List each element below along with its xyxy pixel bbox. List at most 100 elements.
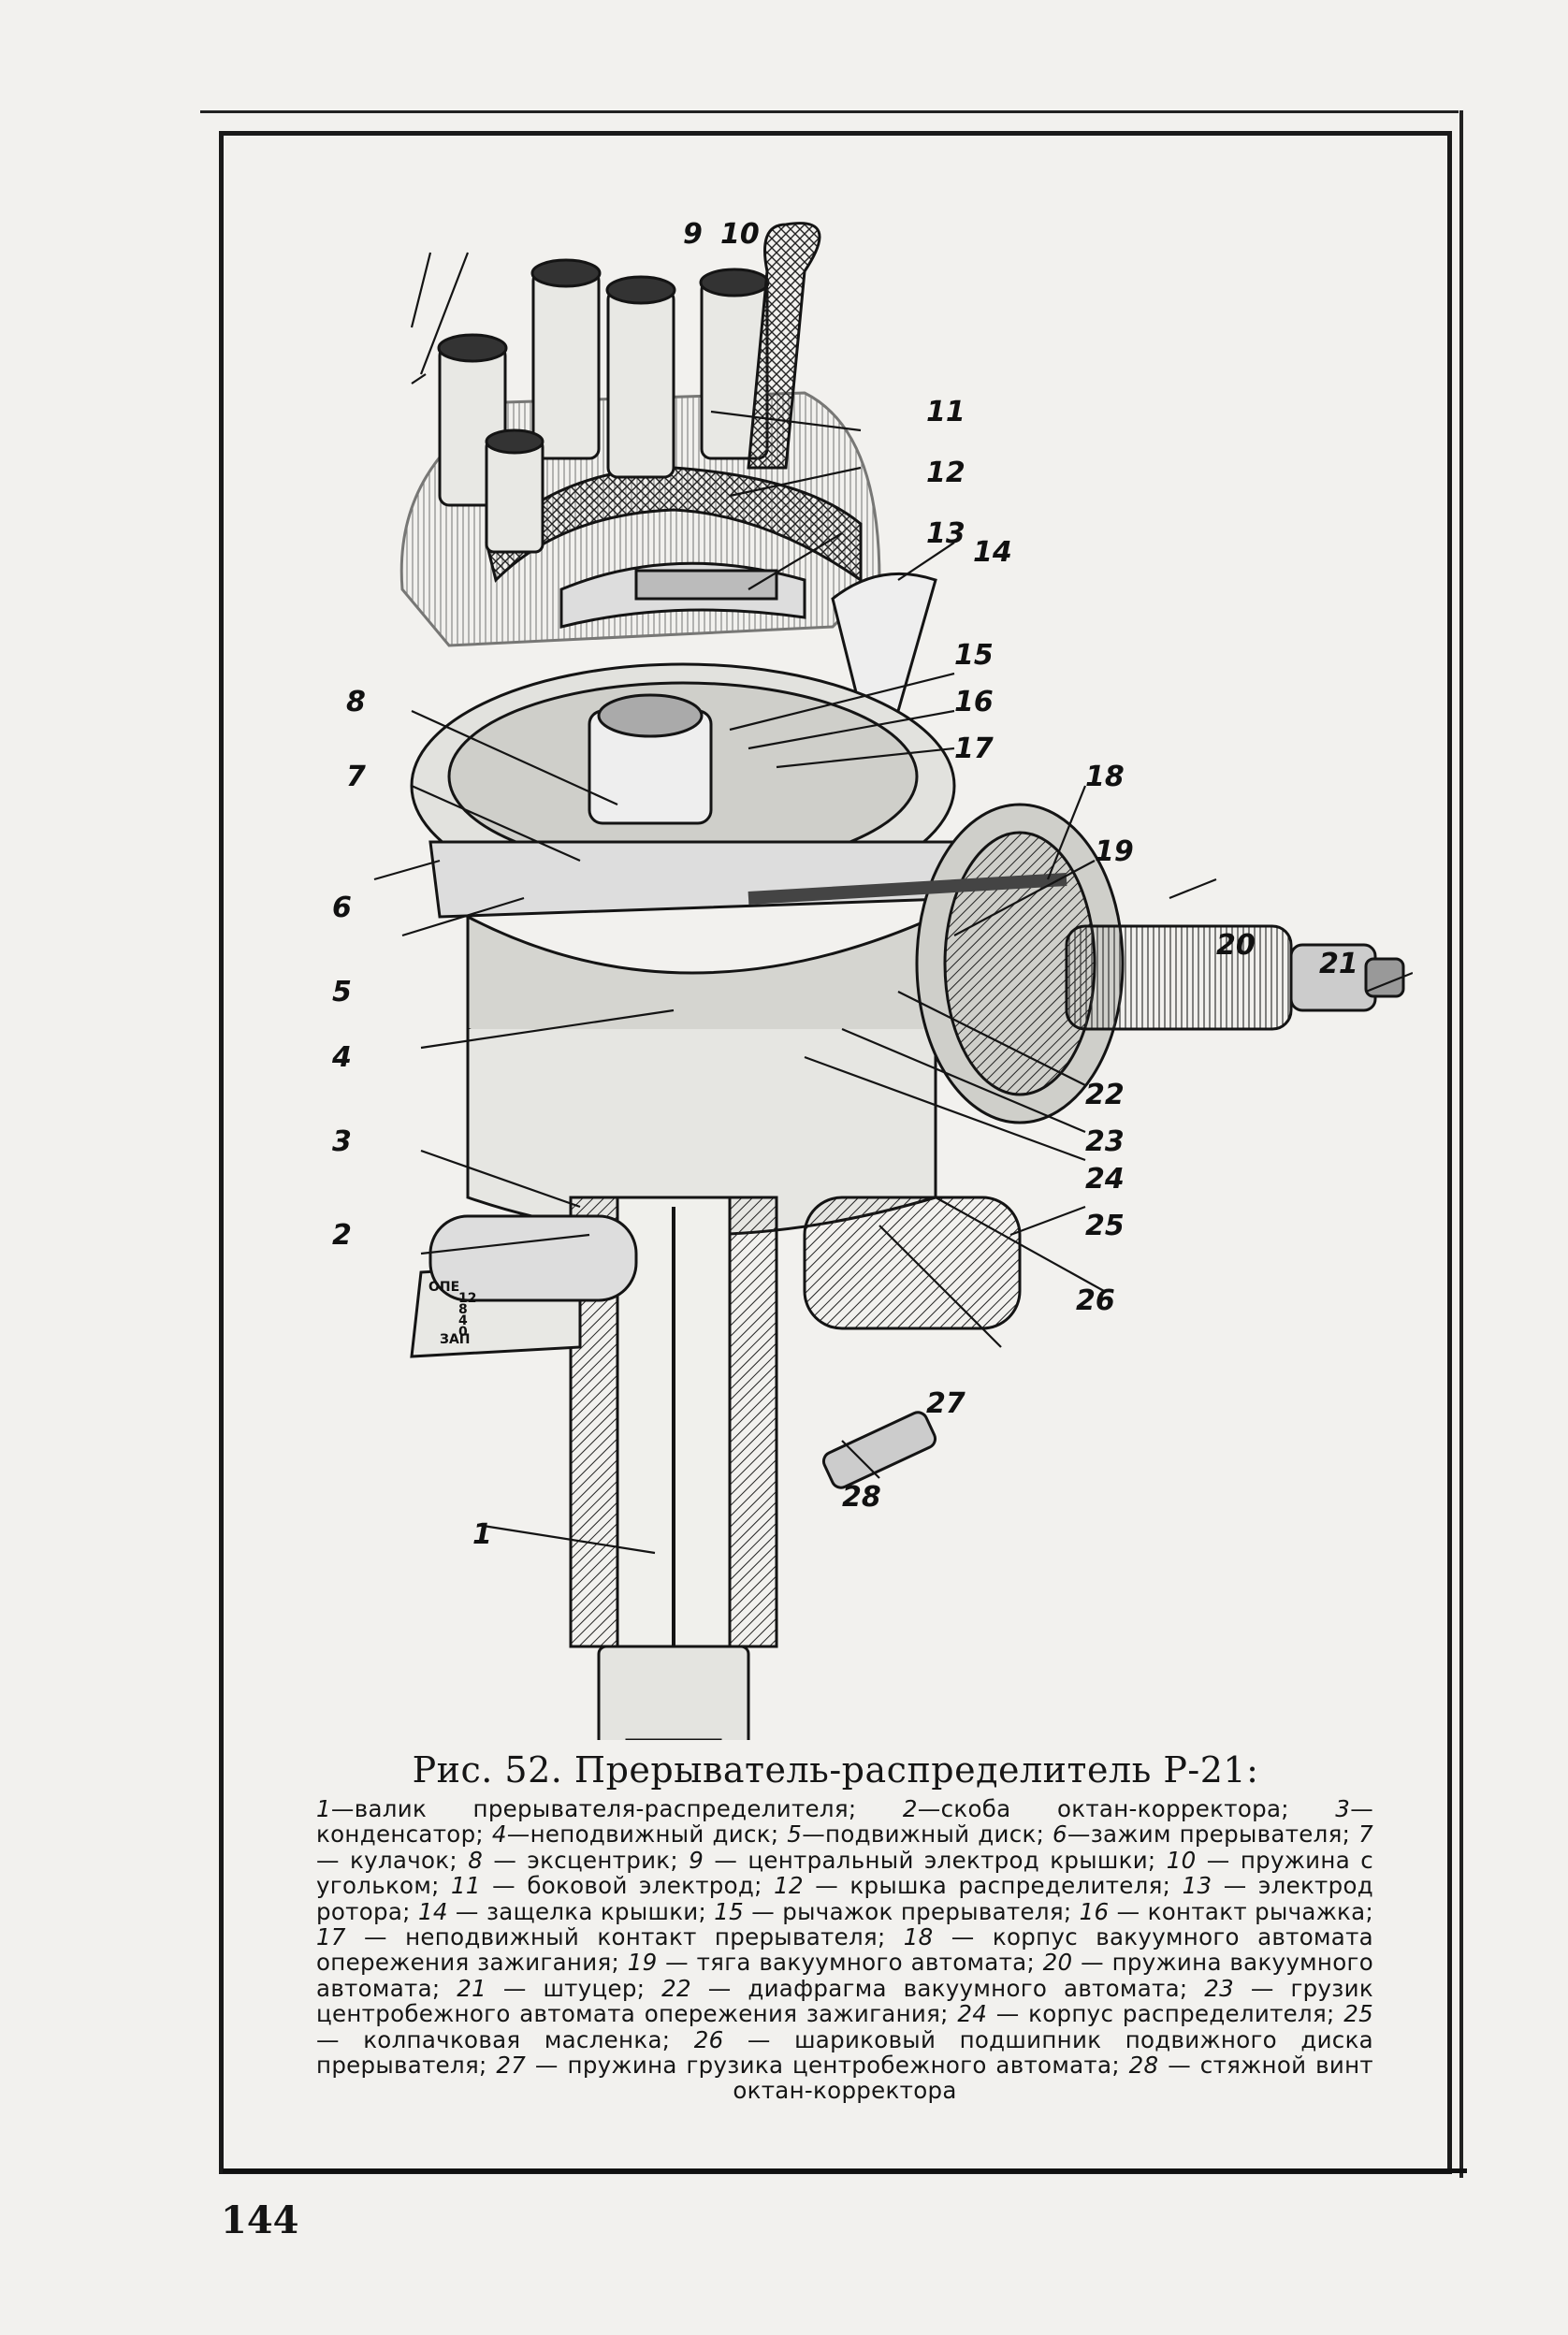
callout-11: 11	[926, 396, 965, 428]
callout-9: 9	[683, 218, 703, 251]
legend-item-number: 4	[491, 1820, 507, 1849]
legend-item-separator: —	[486, 1974, 544, 2002]
legend-item: 14 — защелка крышки;	[418, 1898, 714, 1925]
figure-caption-title: Рис. 52. Прерыватель-распределитель Р-21…	[412, 1749, 1259, 1791]
legend-item: 17 — неподвижный контакт прерывателя;	[316, 1923, 904, 1951]
legend-item: 19 — тяга вакуумного автомата;	[628, 1949, 1043, 1976]
callout-20: 20	[1216, 929, 1256, 962]
legend-item: 3—конденсатор;	[316, 1795, 1373, 1848]
legend-item-text: эксцентрик;	[527, 1846, 690, 1874]
legend-item-text: рычажок прерывателя;	[782, 1897, 1080, 1925]
legend-item-number: 1	[316, 1795, 331, 1822]
callout-25: 25	[1085, 1210, 1125, 1242]
legend-item-text: пружина с угольком;	[316, 1846, 1374, 1900]
callout-19: 19	[1095, 835, 1134, 868]
frame-right-edge	[1459, 110, 1463, 2178]
legend-item-separator: —	[506, 1820, 530, 1849]
legend-item-text: валик прерывателя-распределителя;	[354, 1795, 903, 1822]
legend-item-separator: —	[1158, 2052, 1200, 2080]
legend-item-separator: —	[803, 1872, 850, 1900]
legend-item: 4—неподвижный диск;	[492, 1820, 787, 1848]
callout-24: 24	[1085, 1163, 1125, 1196]
legend-item-separator: —	[723, 2025, 795, 2053]
legend-item-number: 2	[902, 1795, 918, 1822]
legend-item-separator: —	[1109, 1897, 1148, 1925]
callout-28: 28	[842, 1481, 881, 1514]
legend-item-text: колпачковая масленка;	[363, 2025, 694, 2053]
legend-item-separator: —	[345, 1923, 406, 1951]
callout-16: 16	[954, 686, 994, 718]
legend-item-separator: —	[802, 1820, 825, 1849]
shaft-housing	[410, 1196, 1022, 1798]
legend-item-text: штуцер;	[543, 1974, 662, 2002]
legend-item-separator: —	[447, 1897, 486, 1925]
legend-item-text: неподвижный контакт прерывателя;	[405, 1923, 904, 1951]
legend-item-separator: —	[526, 2052, 568, 2080]
legend-item-separator: —	[483, 1846, 528, 1874]
legend-item-text: центральный электрод крышки;	[748, 1846, 1167, 1874]
legend-item: 26 — шариковый подшипник подвижного диск…	[316, 2026, 1373, 2079]
legend-item-separator: —	[690, 1974, 748, 2002]
distributor-cap	[399, 222, 937, 713]
legend-item-number: 14	[417, 1897, 448, 1925]
legend-item: 22 — диафрагма вакуумного автомата;	[661, 1975, 1204, 2002]
legend-item-number: 28	[1128, 2052, 1159, 2080]
legend-item-number: 11	[451, 1872, 481, 1900]
svg-text:12: 12	[458, 1291, 476, 1306]
legend-item-separator: —	[917, 1795, 941, 1822]
callout-3: 3	[332, 1125, 352, 1158]
callout-10: 10	[720, 218, 760, 251]
callout-27: 27	[926, 1387, 965, 1420]
legend-item: 25 — колпачковая масленка;	[316, 2000, 1373, 2052]
legend-item-text: боковой электрод;	[527, 1872, 775, 1900]
legend-item-separator: —	[704, 1846, 748, 1874]
vacuum-advance-unit	[748, 803, 1405, 1124]
top-rule	[200, 110, 1459, 113]
callout-17: 17	[954, 732, 994, 765]
bottom-rule	[223, 2168, 1467, 2173]
callout-labels: 9 10 11 12 13 14 15 16 17 18 19 20 21 22…	[331, 218, 1358, 1551]
legend-item: 23 — грузик центробежного автомата опере…	[316, 1975, 1373, 2027]
legend-item: 11 — боковой электрод;	[451, 1872, 774, 1899]
legend-item-number: 15	[714, 1897, 745, 1925]
legend-item-number: 9	[689, 1846, 704, 1874]
octane-scale: ОПЕ 12 8 4 0 ЗАП	[428, 1280, 476, 1347]
legend-item-number: 5	[787, 1820, 803, 1849]
legend-item-text: корпус распределителя;	[1028, 2000, 1344, 2028]
legend-item-separator: —	[480, 1872, 528, 1900]
legend-item: 28 — стяжной винт октан-корректора	[733, 2052, 1373, 2104]
legend-item: 7 — кулачок;	[316, 1820, 1373, 1873]
legend-item-text: грузик центробежного автомата опережения…	[316, 1974, 1373, 2028]
legend-item-number: 6	[1053, 1820, 1067, 1849]
leader-lines	[373, 252, 1414, 1555]
legend-item-separator: —	[316, 2025, 364, 2053]
callout-23: 23	[1085, 1125, 1125, 1158]
legend-item-number: 20	[1042, 1949, 1073, 1977]
legend-item-separator: —	[1212, 1872, 1258, 1900]
legend-item-separator: —	[933, 1923, 993, 1951]
legend-item-text: крышка распределителя;	[849, 1872, 1183, 1900]
legend-item-separator: —	[1350, 1795, 1373, 1822]
legend-item-separator: —	[1072, 1949, 1112, 1977]
legend-item: 2—скоба октан-корректора;	[903, 1795, 1335, 1822]
legend-item-number: 24	[957, 2000, 988, 2028]
legend-item-text: стяжной винт октан-корректора	[733, 2052, 1374, 2105]
callout-7: 7	[346, 761, 366, 793]
legend-item-separator: —	[316, 1846, 351, 1874]
svg-text:ОПЕ: ОПЕ	[428, 1280, 459, 1295]
callout-2: 2	[332, 1219, 352, 1252]
callout-21: 21	[1319, 948, 1358, 980]
legend-item-number: 19	[627, 1949, 658, 1977]
legend-item-separator: —	[1234, 1974, 1291, 2002]
legend-item-number: 3	[1335, 1795, 1351, 1822]
page-number: 144	[221, 2198, 299, 2242]
legend-item-text: диафрагма вакуумного автомата;	[748, 1974, 1205, 2002]
legend-item: 5—подвижный диск;	[787, 1820, 1053, 1848]
svg-text:ЗАП: ЗАП	[440, 1332, 471, 1347]
legend-item-number: 10	[1166, 1846, 1197, 1874]
legend-item-number: 25	[1343, 2000, 1373, 2028]
legend-item-text: электрод ротора;	[316, 1872, 1374, 1925]
legend-item-number: 8	[468, 1846, 484, 1874]
legend-item: 18 — корпус вакуумного автомата опережен…	[316, 1923, 1373, 1976]
callout-1: 1	[472, 1518, 492, 1551]
